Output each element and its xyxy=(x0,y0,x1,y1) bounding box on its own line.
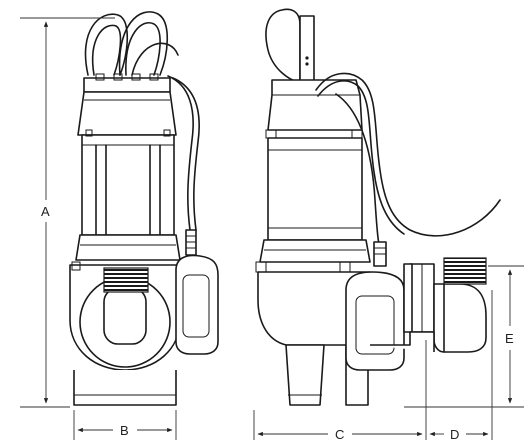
dimension-label-a: A xyxy=(41,204,50,219)
side-lower-flange xyxy=(259,239,371,263)
side-volute xyxy=(257,271,371,346)
side-lifting-handle xyxy=(265,8,301,91)
front-feet xyxy=(73,370,177,406)
front-lower-flange xyxy=(75,234,181,261)
front-thread-outlet xyxy=(103,267,149,293)
dimension-label-c: C xyxy=(335,427,344,442)
dimension-lines xyxy=(20,17,524,440)
side-inlet-foot xyxy=(285,344,325,406)
dimension-label-b: B xyxy=(120,423,129,438)
side-motor-body xyxy=(267,137,363,241)
front-cable-loops xyxy=(84,11,179,76)
side-thread-outlet xyxy=(443,257,487,285)
front-float-switch xyxy=(175,229,219,355)
front-view xyxy=(69,11,219,406)
dimension-label-e: E xyxy=(505,331,514,346)
side-view xyxy=(255,8,501,406)
side-discharge-elbow xyxy=(433,283,487,353)
front-motor-body xyxy=(81,134,175,236)
front-upper-housing xyxy=(77,91,177,136)
dimension-label-d: D xyxy=(450,427,459,442)
